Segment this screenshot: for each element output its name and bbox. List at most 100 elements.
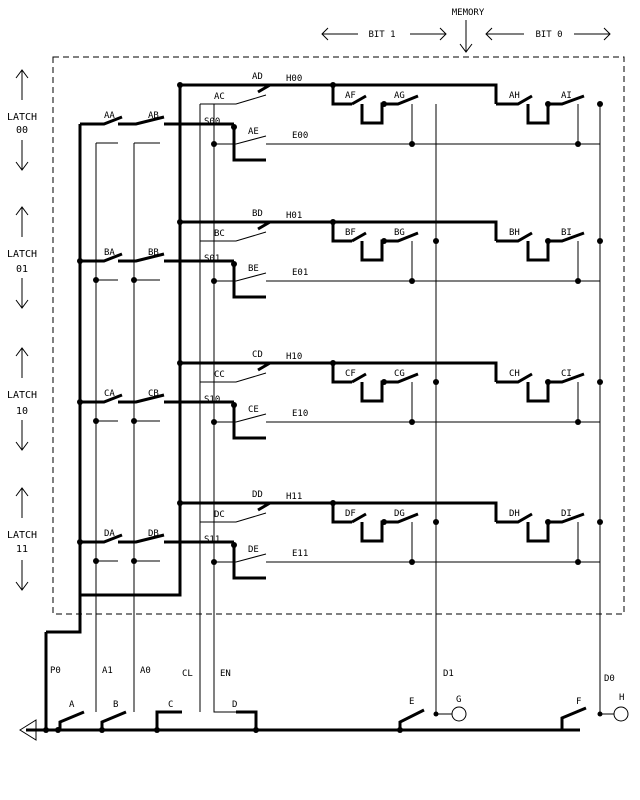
bit1-feed <box>331 222 352 243</box>
junction-dot <box>597 519 603 525</box>
enable-contact <box>214 135 267 145</box>
hold-line-label: H11 <box>286 492 302 502</box>
bit0-a-lever <box>496 94 533 106</box>
bit0-relay-a-label: BH <box>509 228 520 238</box>
latch-1-contact <box>80 115 123 126</box>
bit0-relay-a-label: CH <box>509 369 520 379</box>
bit1-left-arrow-icon <box>321 27 358 41</box>
bit1-relay-a-label: AF <box>345 91 356 101</box>
bit1-right-arrow-icon <box>410 27 447 41</box>
junction-dot <box>597 379 603 385</box>
hold-relay-label: CD <box>252 350 263 360</box>
bit1-a-lever <box>351 512 367 524</box>
up-arrow-icon <box>15 487 29 518</box>
latch-relay-1-label: DA <box>104 529 115 539</box>
output-h-label: H <box>619 693 624 703</box>
junction-dot <box>545 519 551 525</box>
junction-dot <box>131 277 137 283</box>
hold-line <box>270 220 498 241</box>
bit0-a-lever <box>496 512 533 524</box>
junction-dot <box>575 559 581 565</box>
switch-d-lever[interactable] <box>236 710 258 730</box>
switch-c-lever[interactable] <box>155 710 182 730</box>
junction-dot <box>211 559 217 565</box>
switch-a[interactable]: A <box>58 700 85 730</box>
enable-relay-label: AE <box>248 127 259 137</box>
bit1-relay-b-label: AG <box>394 91 405 101</box>
junction-dot <box>77 539 83 545</box>
switch-e[interactable]: E <box>398 697 425 730</box>
switch-d[interactable]: D <box>232 700 258 730</box>
latch-code: 11 <box>16 544 28 555</box>
junction-dot <box>154 727 160 733</box>
switch-d-label: D <box>232 700 237 710</box>
latch-relay-1-label: CA <box>104 389 115 399</box>
latch-1-contact <box>80 252 123 263</box>
switch-f-lever[interactable] <box>560 706 587 730</box>
bit1-feed <box>331 503 352 524</box>
bit0-loop <box>526 94 585 125</box>
hold-lever <box>257 501 271 512</box>
s-line <box>232 405 266 440</box>
down-arrow-icon <box>15 560 29 591</box>
switch-a-lever[interactable] <box>58 710 85 730</box>
en-label: EN <box>220 669 231 679</box>
latch-code: 00 <box>16 125 28 136</box>
latch-labels: LATCH 00 LATCH 01 LATCH 10 LATCH 11 <box>7 69 37 591</box>
hold-lever <box>257 361 271 372</box>
select-relay-label: BC <box>214 229 225 239</box>
junction-dot <box>330 360 336 366</box>
hold-lever <box>257 220 271 231</box>
junction-dot <box>330 500 336 506</box>
bit1-a-lever <box>351 372 367 384</box>
enable-contact <box>214 553 267 563</box>
cl-label: CL <box>182 669 193 679</box>
select-contact <box>200 231 267 242</box>
s-line-label: S10 <box>204 395 220 405</box>
bottom-bus: P0 A1 A0 CL EN D1 D0 A B C D E F <box>19 666 629 741</box>
output-g-label: G <box>456 695 461 705</box>
junction-dot <box>409 278 415 284</box>
junction-dot <box>409 141 415 147</box>
enable-relay-label: BE <box>248 264 259 274</box>
junction-dot <box>597 101 603 107</box>
switch-b-lever[interactable] <box>100 710 127 730</box>
bit0-relay-b-label: DI <box>561 509 572 519</box>
d0-label: D0 <box>604 674 615 684</box>
s-line <box>232 545 266 580</box>
switch-b[interactable]: B <box>100 700 127 730</box>
hold-line <box>270 361 498 382</box>
latch-relay-2-label: AB <box>148 111 159 121</box>
junction-dot <box>575 278 581 284</box>
bit1-label: BIT 1 <box>368 30 395 40</box>
memory-header: MEMORY BIT 1 BIT 0 <box>321 8 611 53</box>
bit0-loop <box>526 512 585 543</box>
junction-dot <box>211 419 217 425</box>
hold-line <box>270 83 498 104</box>
bit0-relay-a-label: AH <box>509 91 520 101</box>
junction-dot <box>381 519 387 525</box>
s-line <box>232 264 266 299</box>
s-line-label: S11 <box>204 535 220 545</box>
hold-line-label: H10 <box>286 352 302 362</box>
d0-line <box>599 104 614 715</box>
hold-relay-label: AD <box>252 72 263 82</box>
switch-c[interactable]: C <box>155 700 182 730</box>
select-contact <box>200 372 267 383</box>
bit0-relay-b-label: BI <box>561 228 572 238</box>
switch-f[interactable]: F <box>560 697 587 730</box>
memory-arrow-icon <box>459 20 473 53</box>
junction-dot <box>433 519 439 525</box>
up-arrow-icon <box>15 206 29 237</box>
junction-dot <box>131 418 137 424</box>
switch-e-lever[interactable] <box>398 708 425 730</box>
memory-label: MEMORY <box>452 8 485 18</box>
select-relay-label: AC <box>214 92 225 102</box>
switch-a-label: A <box>69 700 75 710</box>
bit1-loop <box>360 512 419 543</box>
a1-label: A1 <box>102 666 113 676</box>
